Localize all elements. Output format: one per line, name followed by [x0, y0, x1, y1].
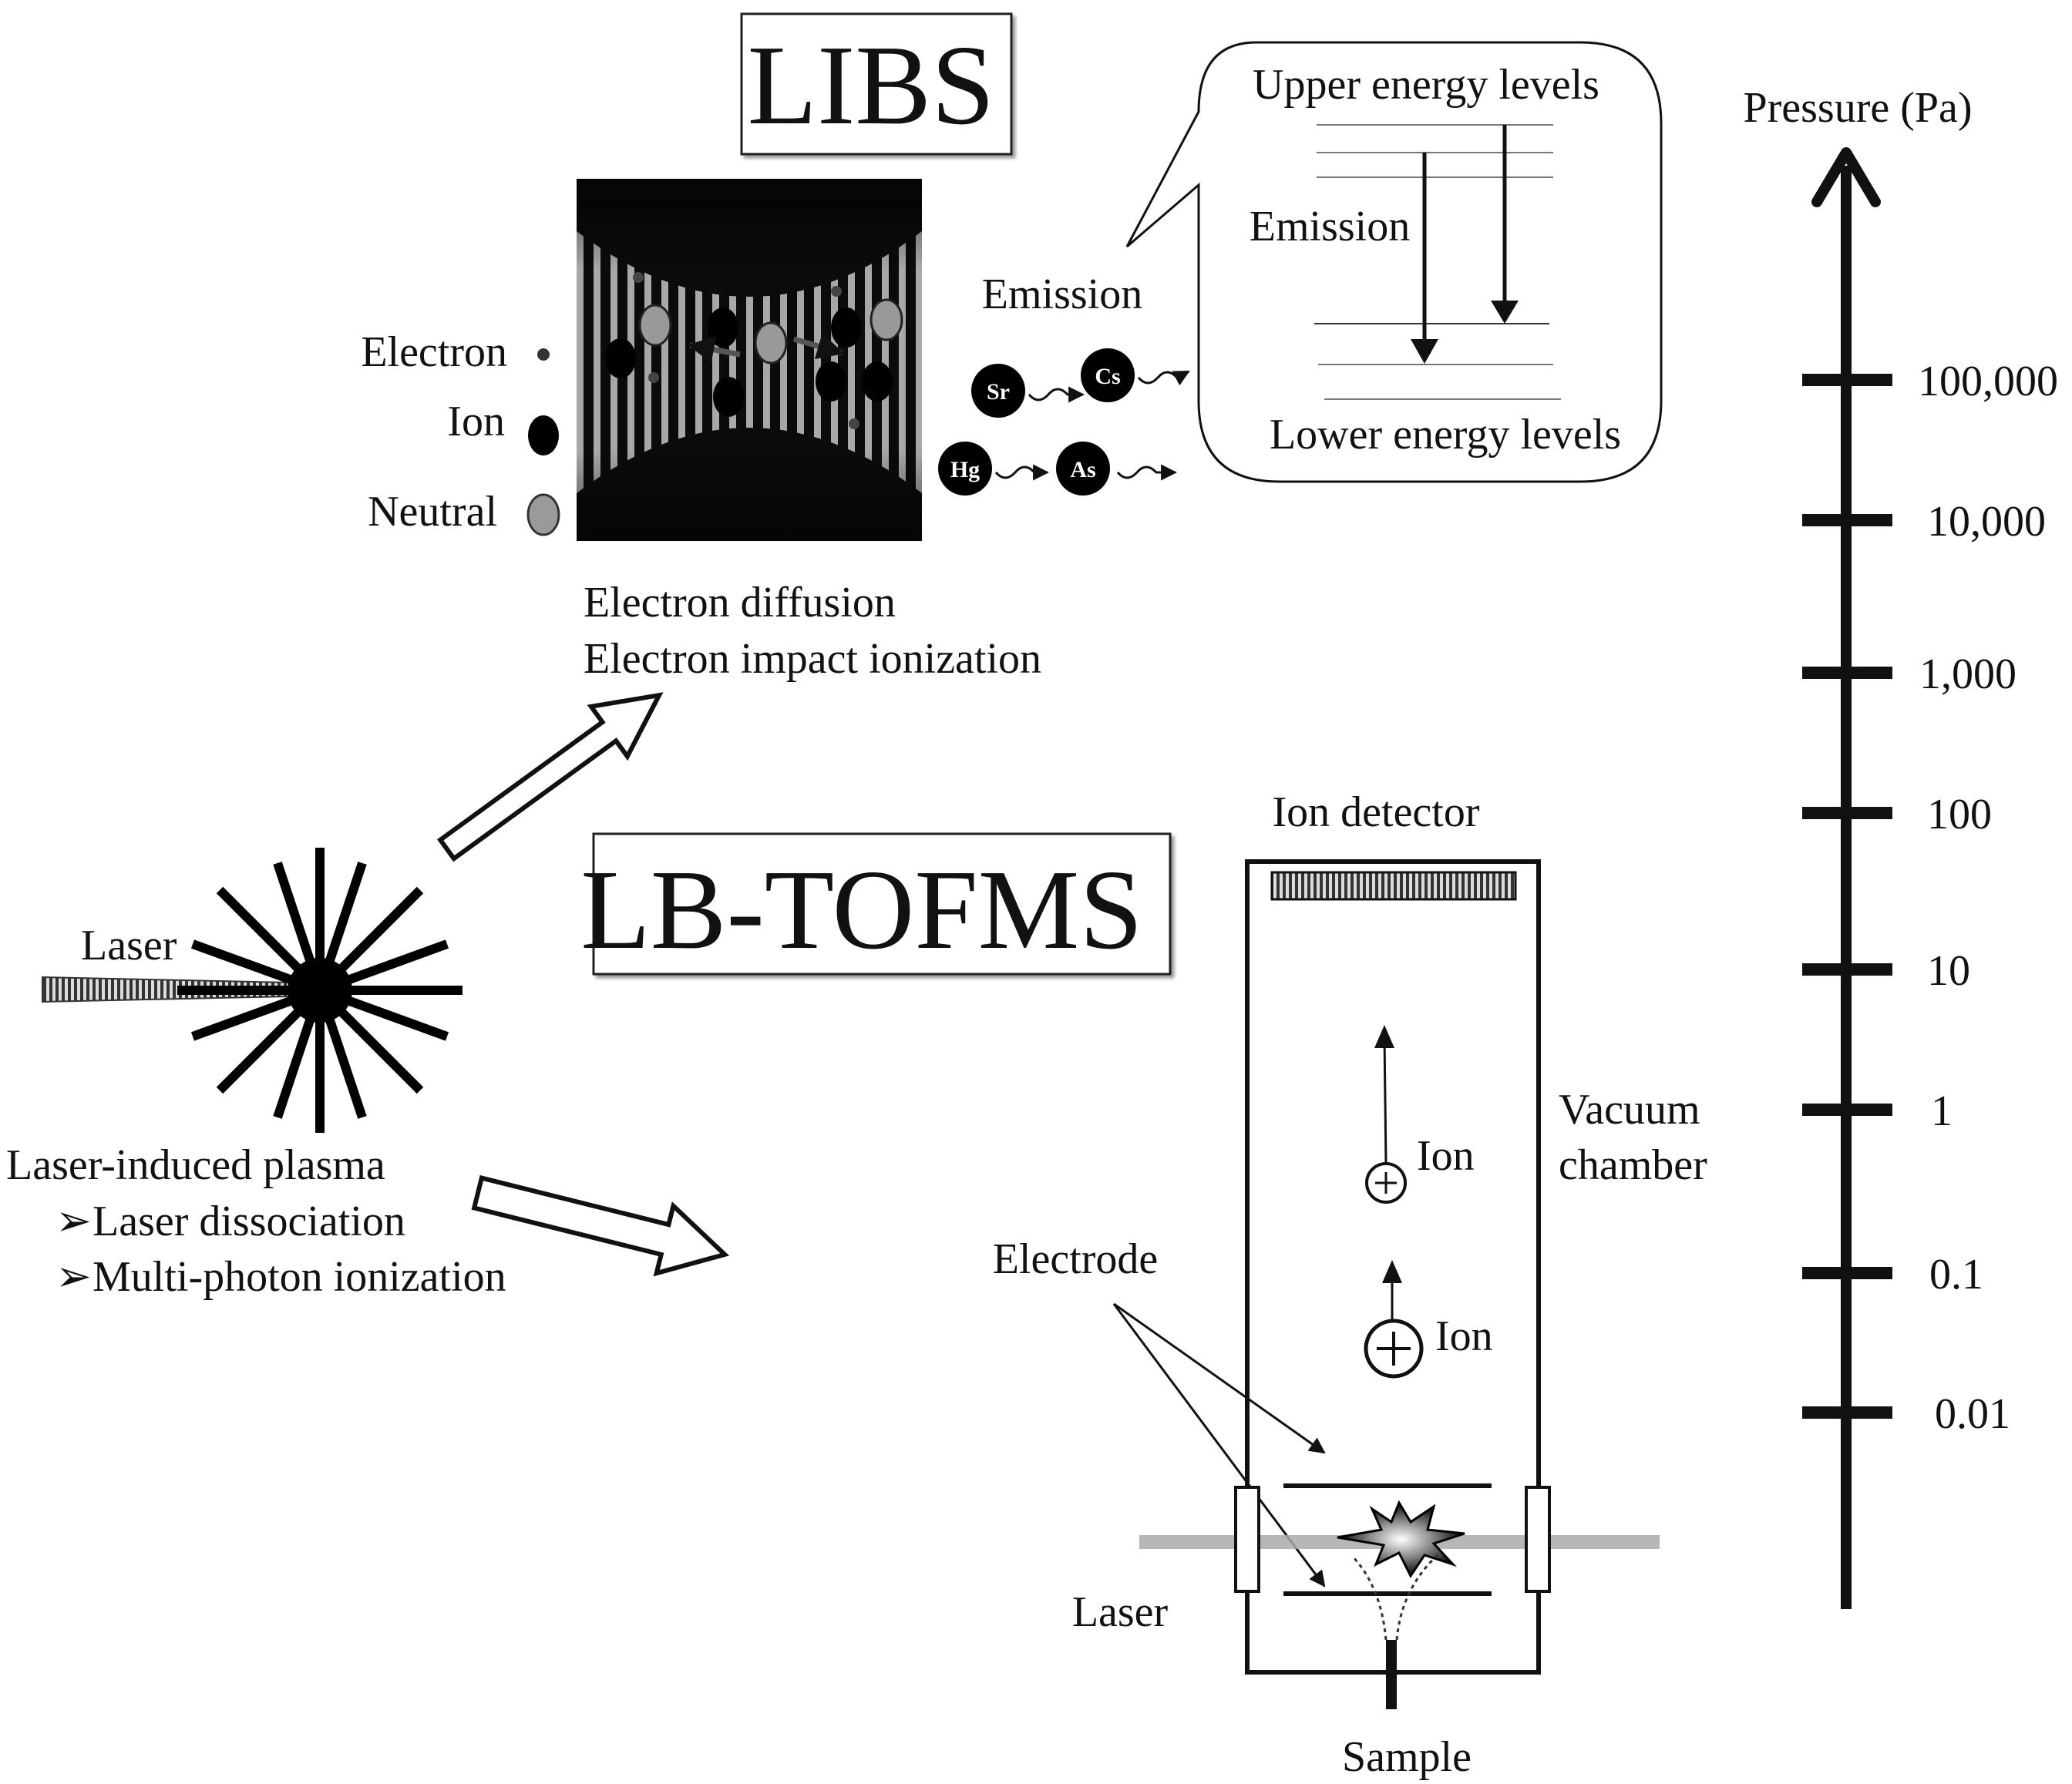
atom-as-label: As	[1070, 457, 1095, 482]
ion-particle	[708, 307, 738, 348]
energy-emission-label: Emission	[1250, 203, 1410, 250]
plume-trajectory	[1395, 1551, 1441, 1641]
upper-energy-levels-label: Upper energy levels	[1253, 61, 1599, 109]
mechanism-bullet: ➢	[56, 1253, 92, 1301]
laser-source-section: Laser Laser-induced plasma ➢ Laser disso…	[6, 692, 730, 1301]
wavy-arrow	[1137, 370, 1190, 386]
pressure-axis-arrowhead	[1811, 147, 1881, 207]
pressure-tick-label: 1,000	[1919, 650, 2016, 698]
laser-induced-plasma-label: Laser-induced plasma	[6, 1141, 385, 1189]
atom-as	[1056, 442, 1110, 496]
libs-section: LIBS Electron Ion Neutral	[361, 12, 1663, 683]
plasma-image	[577, 179, 922, 541]
electron-motion-arrow	[687, 336, 741, 363]
neutral-particle	[754, 321, 788, 365]
electron-particle	[633, 272, 644, 283]
atom-sr	[971, 364, 1025, 418]
ion-detector	[1270, 871, 1517, 901]
lbtofms-title-box	[592, 832, 1172, 976]
electron-particle	[648, 372, 659, 383]
ion-particle	[862, 361, 893, 401]
pressure-tick-label: 10	[1927, 947, 1970, 995]
ion-trajectory-arrow	[1383, 1036, 1388, 1164]
chamber-window-left	[1234, 1486, 1260, 1593]
electrode-label: Electrode	[993, 1235, 1159, 1283]
sample-label: Sample	[1342, 1733, 1472, 1781]
ion-label-lower: Ion	[1435, 1312, 1493, 1360]
lower-energy-levels-label: Lower energy levels	[1270, 411, 1621, 459]
electron-particle	[849, 418, 859, 429]
vacuum-chamber-label-line1: Vacuum	[1559, 1086, 1700, 1134]
hollow-arrow-to-lbtofms	[471, 1174, 730, 1277]
electron-particle	[831, 286, 842, 297]
ion-particle	[605, 338, 636, 378]
pressure-tick-label: 100	[1927, 791, 1992, 838]
mechanism-multi-photon-ionization: Multi-photon ionization	[92, 1253, 506, 1301]
legend-neutral-dot	[526, 493, 560, 536]
emission-label: Emission	[982, 270, 1142, 318]
ion-detector-label: Ion detector	[1273, 788, 1480, 836]
mechanism-bullet: ➢	[56, 1198, 92, 1245]
pressure-tick-label: 10,000	[1927, 498, 2046, 546]
mechanism-laser-dissociation: Laser dissociation	[92, 1198, 405, 1245]
ion-particle	[713, 377, 744, 417]
libs-title-box	[740, 12, 1013, 156]
atom-hg-label: Hg	[950, 457, 980, 482]
wavy-arrow	[1116, 464, 1178, 481]
electrode-pointer	[1113, 1302, 1326, 1454]
pressure-tick-label: 1	[1931, 1087, 1953, 1135]
electron-motion-arrow	[793, 333, 845, 360]
pressure-axis-label: Pressure (Pa)	[1743, 84, 1972, 132]
ion-label-upper: Ion	[1417, 1132, 1475, 1180]
process-electron-diffusion: Electron diffusion	[584, 579, 896, 627]
libs-title: LIBS	[748, 22, 995, 149]
vacuum-chamber-label-line2: chamber	[1559, 1141, 1707, 1189]
neutral-particle	[870, 298, 903, 341]
plume-trajectory	[1351, 1555, 1388, 1641]
ablation-flash	[1337, 1500, 1465, 1578]
atom-cs	[1081, 348, 1135, 402]
legend-ion-dot	[528, 415, 559, 455]
lbtofms-section: LB-TOFMS Ion detector Vacuum chamber Ion…	[580, 788, 1707, 1781]
ion-trajectory-arrowhead	[1382, 1260, 1402, 1283]
legend-ion-label: Ion	[447, 398, 505, 445]
wavy-arrow	[994, 464, 1050, 481]
atom-hg	[938, 442, 992, 496]
ion-particle	[816, 361, 846, 401]
laser-plasma-core	[288, 958, 352, 1023]
legend-neutral-label: Neutral	[368, 488, 497, 536]
ion-trajectory-arrowhead	[1374, 1025, 1394, 1048]
atom-cs-label: Cs	[1095, 364, 1120, 389]
pressure-tick-label: 100,000	[1918, 358, 2058, 405]
pressure-tick-label: 0.01	[1935, 1390, 2010, 1438]
neutral-particle	[638, 304, 672, 347]
process-electron-impact-ionization: Electron impact ionization	[584, 635, 1041, 683]
pressure-tick-label: 0.1	[1929, 1251, 1983, 1299]
energy-level-lines	[1314, 124, 1561, 400]
ion-particle	[831, 307, 862, 348]
laser-label: Laser	[81, 922, 177, 969]
legend-electron-label: Electron	[361, 328, 507, 376]
chamber-laser-label: Laser	[1072, 1588, 1169, 1636]
emission-transition-arrows	[1411, 125, 1519, 364]
lbtofms-title: LB-TOFMS	[580, 847, 1142, 973]
legend-electron-dot	[537, 348, 550, 361]
atom-sr-label: Sr	[987, 379, 1010, 405]
hollow-arrow-to-libs	[436, 692, 664, 862]
pressure-scale: Pressure (Pa) 100,000 10,000 1,000 100 10 1 0.…	[1743, 84, 2058, 1609]
wavy-arrow	[1028, 386, 1085, 403]
chamber-window-right	[1525, 1486, 1551, 1593]
